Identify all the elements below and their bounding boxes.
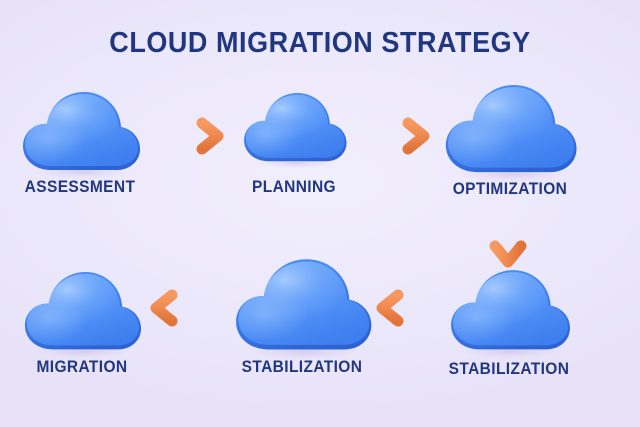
cloud-icon: [236, 259, 372, 360]
cloud-wrap: [238, 86, 350, 170]
connector-stabilization-to-stabilization: [372, 289, 444, 327]
cloud-wrap: [18, 264, 145, 359]
cloud-wrap: [16, 84, 144, 180]
arrow-left-icon: [376, 289, 444, 327]
step-assessment[interactable]: ASSESSMENT: [16, 84, 144, 196]
step-optimization[interactable]: OPTIMIZATION: [438, 76, 581, 198]
arrow-right-icon: [156, 117, 224, 155]
step-label: PLANNING: [251, 178, 337, 196]
connector-optimization-to-stabilization: [489, 210, 527, 272]
line-vertical-icon: [75, 216, 87, 268]
connector-planning-to-optimization: [362, 117, 434, 155]
step-planning[interactable]: PLANNING: [238, 86, 350, 196]
step-label: STABILIZATION: [448, 360, 570, 378]
cloud-icon: [24, 271, 142, 359]
arrow-right-icon: [362, 117, 430, 155]
connector-stabilization-to-migration: [146, 289, 218, 327]
step-label: ASSESSMENT: [24, 178, 136, 196]
step-label: OPTIMIZATION: [452, 180, 567, 198]
arrow-left-icon: [150, 289, 218, 327]
step-label: MIGRATION: [36, 358, 127, 376]
connector-migration-to-assessment: [68, 214, 94, 270]
cloud-wrap: [228, 250, 376, 361]
cloud-wrap: [444, 262, 574, 360]
step-stabilization-right[interactable]: STABILIZATION: [444, 262, 574, 378]
cloud-wrap: [438, 76, 581, 183]
cloud-icon: [451, 270, 570, 359]
page-title: CLOUD MIGRATION STRATEGY: [109, 27, 531, 59]
arrow-down-icon: [489, 210, 527, 268]
cloud-icon: [244, 93, 347, 169]
step-migration[interactable]: MIGRATION: [18, 264, 145, 376]
cloud-icon: [445, 84, 577, 183]
cloud-icon: [23, 92, 140, 179]
step-label: STABILIZATION: [241, 358, 363, 376]
connector-assessment-to-planning: [156, 117, 228, 155]
step-stabilization-middle[interactable]: STABILIZATION: [228, 250, 376, 376]
